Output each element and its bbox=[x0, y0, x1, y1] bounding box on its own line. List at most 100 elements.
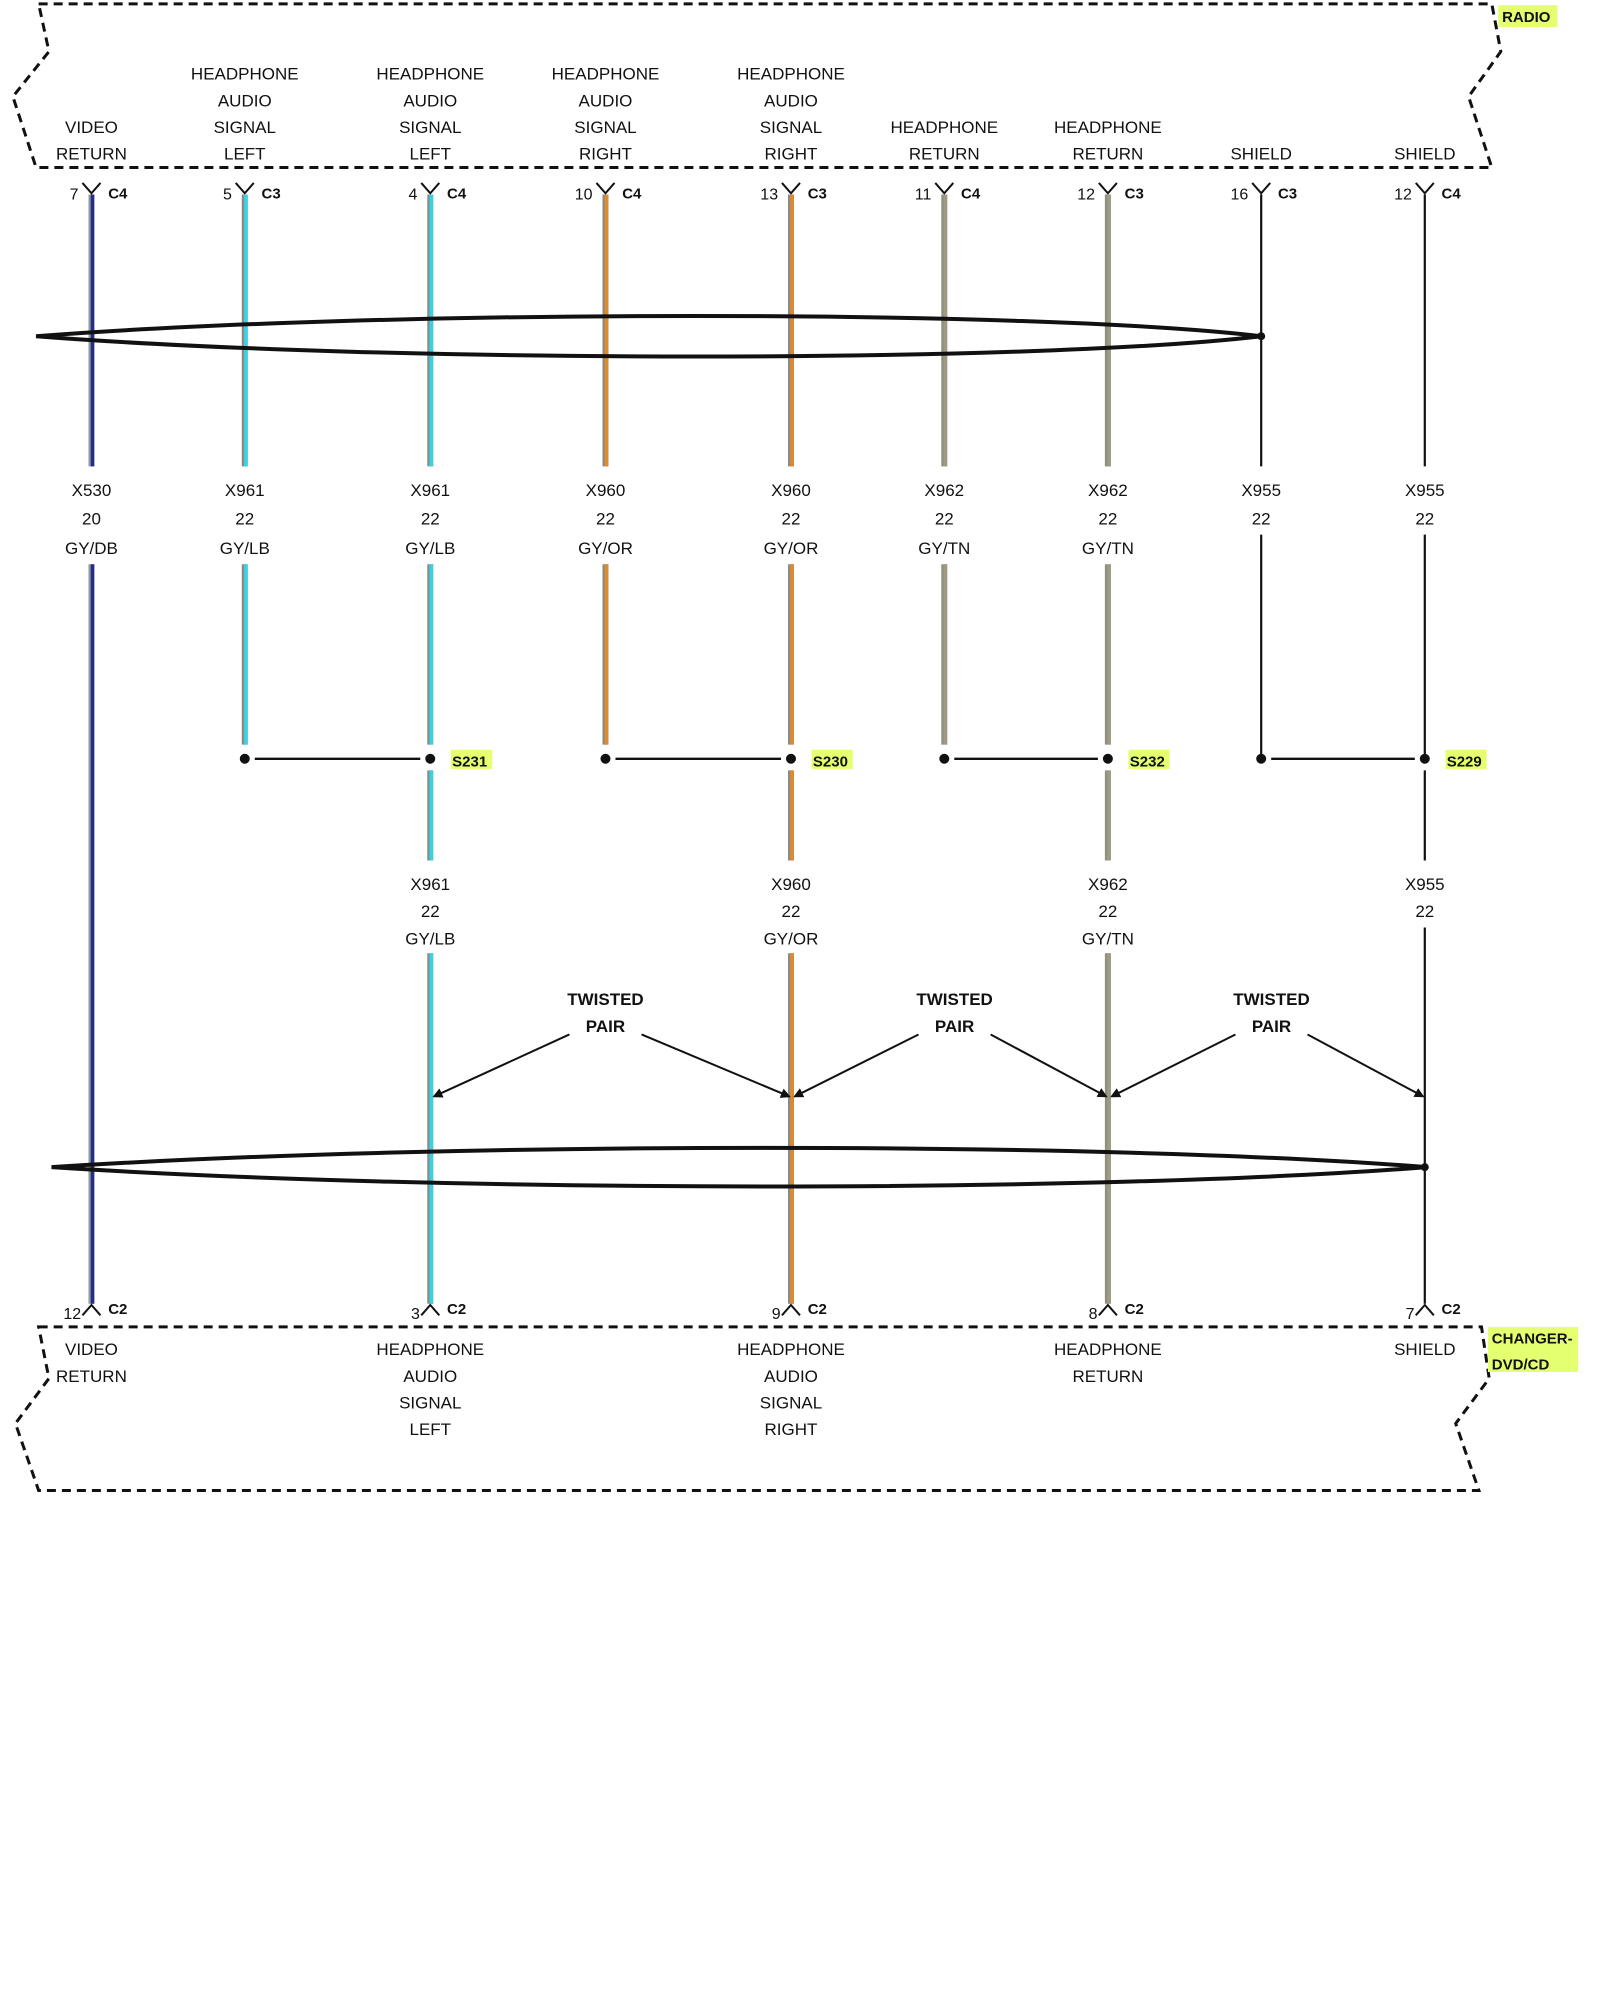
twisted-pair-label-2: TWISTED bbox=[916, 990, 993, 1009]
top-pin-label-t5: AUDIO bbox=[764, 91, 818, 110]
upper-wire-2 bbox=[241, 194, 248, 467]
splice-feed-dot-S229 bbox=[1256, 753, 1267, 764]
top-connector-id-t5: C3 bbox=[808, 185, 827, 202]
changer-label-highlight bbox=[1487, 1326, 1579, 1372]
bottom-pin-label-b1: RETURN bbox=[56, 1367, 127, 1386]
top-pin-number-t2: 5 bbox=[223, 187, 232, 204]
radio-label-highlight bbox=[1498, 5, 1558, 28]
top-connector-id-t4: C4 bbox=[622, 185, 642, 202]
lower-wire-gauge-label-2: 22 bbox=[782, 902, 801, 921]
wire-gauge-label-3: 22 bbox=[421, 509, 440, 528]
lower-wire-gauge-label-1: 22 bbox=[421, 902, 440, 921]
top-connector-id-t3: C4 bbox=[447, 185, 467, 202]
top-pin-label-t6: HEADPHONE bbox=[890, 118, 998, 137]
bottom-pin-label-b2: SIGNAL bbox=[399, 1394, 461, 1413]
wire-circuit-label-4: X960 bbox=[586, 481, 626, 500]
top-pin-label-t3: HEADPHONE bbox=[376, 65, 484, 84]
top-pin-label-t4: RIGHT bbox=[579, 145, 632, 164]
top-pin-number-t1: 7 bbox=[70, 187, 79, 204]
wire-color-label-2: GY/LB bbox=[220, 539, 270, 558]
twisted-pair-label-3: TWISTED bbox=[1233, 990, 1310, 1009]
lower-wire-circuit-label-2: X960 bbox=[771, 875, 811, 894]
top-pin-label-t3: AUDIO bbox=[403, 91, 457, 110]
top-connector-id-t8: C3 bbox=[1278, 185, 1297, 202]
lower-wire-top-2 bbox=[787, 770, 794, 861]
top-pin-label-t2: LEFT bbox=[224, 145, 266, 164]
top-pin-connector-symbol-t2 bbox=[234, 182, 255, 195]
wire-color-label-7: GY/TN bbox=[1082, 539, 1134, 558]
wire-gauge-label-1: 20 bbox=[82, 509, 101, 528]
bottom-connector-id-b3: C2 bbox=[808, 1301, 827, 1318]
top-pin-label-t4: SIGNAL bbox=[574, 118, 636, 137]
top-pin-connector-symbol-t8 bbox=[1251, 182, 1271, 195]
lower-wire-1 bbox=[427, 953, 434, 1304]
bottom-pin-label-b5: SHIELD bbox=[1394, 1340, 1455, 1359]
bottom-pin-label-b2: AUDIO bbox=[403, 1367, 457, 1386]
lower-wire-2 bbox=[787, 953, 794, 1304]
splice-feed-dot-S232 bbox=[939, 753, 950, 764]
upper-shield-oval bbox=[35, 313, 1262, 359]
mid-wire-3 bbox=[427, 564, 434, 745]
top-pin-label-t3: SIGNAL bbox=[399, 118, 461, 137]
lower-shield-oval bbox=[51, 1145, 1428, 1189]
top-pin-label-t4: AUDIO bbox=[579, 91, 633, 110]
lower-wire-circuit-label-1: X961 bbox=[410, 875, 450, 894]
video-return-wire-lower bbox=[88, 564, 95, 1304]
splice-label-highlight-S229 bbox=[1445, 749, 1487, 770]
splice-dot-S230 bbox=[785, 753, 796, 764]
bottom-pin-label-b3: AUDIO bbox=[764, 1367, 818, 1386]
mid-wire-7 bbox=[1104, 564, 1111, 745]
twisted-pair-arrow-left-3 bbox=[1110, 1033, 1236, 1098]
twisted-pair-arrow-left-1 bbox=[432, 1033, 570, 1098]
top-pin-label-t5: HEADPHONE bbox=[737, 65, 845, 84]
radio-module-label: RADIO bbox=[1502, 9, 1551, 26]
top-pin-label-t7: RETURN bbox=[1072, 145, 1143, 164]
bottom-pin-number-b5: 7 bbox=[1406, 1306, 1415, 1323]
bottom-pin-label-b2: LEFT bbox=[409, 1420, 451, 1439]
bottom-pin-label-b3: RIGHT bbox=[765, 1420, 818, 1439]
lower-wire-color-label-3: GY/TN bbox=[1082, 929, 1134, 948]
top-pin-connector-symbol-t3 bbox=[420, 182, 441, 195]
mid-wire-4 bbox=[602, 564, 609, 745]
changer-module-label: CHANGER- bbox=[1492, 1331, 1573, 1348]
top-connector-id-t1: C4 bbox=[108, 185, 128, 202]
wire-color-label-1: GY/DB bbox=[65, 539, 118, 558]
bottom-pin-connector-symbol-b1 bbox=[81, 1303, 102, 1316]
bottom-pin-connector-symbol-b2 bbox=[420, 1303, 441, 1316]
splice-label-S230: S230 bbox=[813, 754, 848, 771]
top-pin-number-t9: 12 bbox=[1394, 187, 1412, 204]
lower-wire-3 bbox=[1104, 953, 1111, 1304]
top-pin-connector-symbol-t9 bbox=[1415, 182, 1435, 195]
twisted-pair-arrow-right-2 bbox=[990, 1033, 1108, 1098]
mid-wire-2 bbox=[241, 564, 248, 745]
wire-color-label-5: GY/OR bbox=[764, 539, 819, 558]
bottom-connector-id-b2: C2 bbox=[447, 1301, 466, 1318]
bottom-connector-id-b1: C2 bbox=[108, 1301, 127, 1318]
wire-gauge-label-5: 22 bbox=[782, 509, 801, 528]
upper-wire-6 bbox=[941, 194, 948, 467]
top-pin-label-t3: LEFT bbox=[409, 145, 451, 164]
bottom-pin-label-b4: HEADPHONE bbox=[1054, 1340, 1162, 1359]
wire-circuit-label-2: X961 bbox=[225, 481, 265, 500]
lower-wire-gauge-label-3: 22 bbox=[1098, 902, 1117, 921]
splice-dot-S229 bbox=[1419, 753, 1430, 764]
upper-wire-7 bbox=[1104, 194, 1111, 467]
splice-feed-dot-S230 bbox=[600, 753, 611, 764]
bottom-pin-label-b1: VIDEO bbox=[65, 1340, 118, 1359]
top-connector-id-t2: C3 bbox=[262, 185, 281, 202]
wire-gauge-label-2: 22 bbox=[235, 509, 254, 528]
twisted-pair-label-2: PAIR bbox=[935, 1017, 974, 1036]
upper-wire-5 bbox=[787, 194, 794, 467]
wire-circuit-label-3: X961 bbox=[410, 481, 450, 500]
top-pin-label-t9: SHIELD bbox=[1394, 145, 1455, 164]
top-pin-connector-symbol-t6 bbox=[934, 182, 955, 195]
twisted-pair-arrow-right-1 bbox=[641, 1033, 791, 1098]
lower-wire-circuit-label-4: X955 bbox=[1405, 875, 1445, 894]
top-pin-connector-symbol-t1 bbox=[81, 182, 102, 195]
mid-wire-5 bbox=[787, 564, 794, 745]
splice-dot-S231 bbox=[425, 753, 436, 764]
mid-wire-6 bbox=[941, 564, 948, 745]
top-connector-id-t9: C4 bbox=[1442, 185, 1462, 202]
twisted-pair-arrow-right-3 bbox=[1307, 1033, 1425, 1098]
top-pin-number-t5: 13 bbox=[760, 187, 778, 204]
